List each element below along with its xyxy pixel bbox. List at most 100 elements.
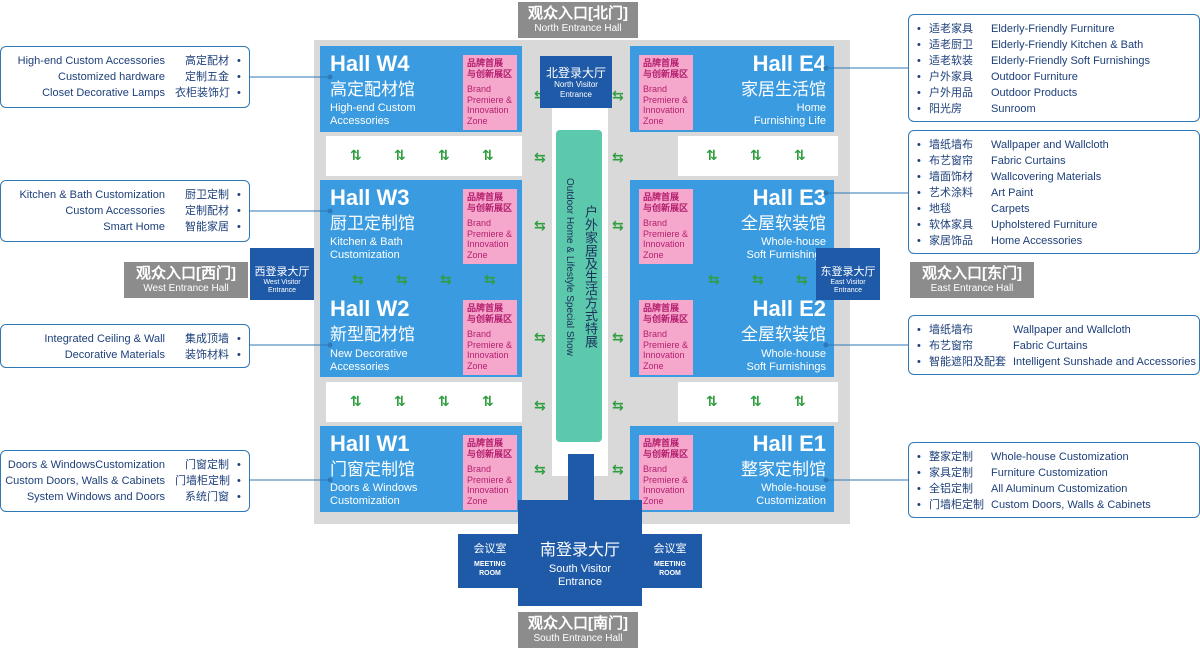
hall-e3-e2-link (630, 266, 834, 291)
north-visitor-hall[interactable]: 北登录大厅 North Visitor Entrance (540, 56, 612, 108)
bullet-dot-icon: • (237, 189, 241, 201)
legend-w2: Integrated Ceiling & Wall 集成顶墙 • Decorat… (0, 324, 250, 368)
meeting-room-en1: MEETING (474, 561, 506, 568)
legend-item-en: All Aluminum Customization (991, 483, 1128, 495)
west-visitor-hall[interactable]: 西登录大厅 West Visitor Entrance (250, 248, 314, 300)
south-entrance-cn: 观众入口[南门] (528, 615, 628, 632)
bullet-dot-icon: • (237, 55, 241, 67)
north-entrance-cn: 观众入口[北门] (528, 5, 628, 22)
west-visitor-en2: Entrance (267, 287, 297, 294)
legend-item-cn: 厨卫定制 (185, 189, 229, 201)
hall-e1-name: Hall E1 (752, 431, 826, 456)
legend-item-cn: 智能遮阳及配套 (929, 356, 1006, 368)
brand-zone-cn: 品牌首展与创新展区 (643, 438, 689, 459)
hall-w4-cn: 高定配材馆 (330, 80, 415, 99)
legend-item-en: Fabric Curtains (1013, 340, 1088, 352)
double-arrow-icon: ⇆ (534, 88, 546, 102)
legend-item-cn: 衣柜装饰灯 (175, 87, 230, 99)
double-arrow-icon: ⇆ (612, 149, 624, 165)
hall-w1-en1: Doors & Windows (330, 482, 418, 494)
north-visitor-en2: Entrance (559, 90, 593, 99)
double-arrow-icon: ⇅ (706, 393, 718, 409)
legend-item-cn: 门窗定制 (185, 459, 229, 471)
legend-item-cn: 布艺窗帘 (929, 340, 973, 352)
legend-item-en: Sunroom (991, 103, 1036, 115)
double-arrow-icon: ⇆ (612, 461, 624, 477)
legend-item-en: Custom Doors, Walls & Cabinets (991, 499, 1151, 511)
east-entrance[interactable]: 观众入口[东门] East Entrance Hall (910, 262, 1034, 298)
legend-item-en: Upholstered Furniture (991, 219, 1098, 231)
legend-item-en: Wallcovering Materials (991, 171, 1102, 183)
south-visitor-hall[interactable]: 南登录大厅 South Visitor Entrance (518, 500, 642, 606)
bullet-dot-icon: • (237, 87, 241, 99)
south-entrance[interactable]: 观众入口[南门] South Entrance Hall (518, 612, 638, 648)
legend-w4: High-end Custom Accessories 高定配材 • Custo… (0, 46, 250, 108)
hall-e2-name: Hall E2 (752, 296, 826, 321)
double-arrow-icon: ⇆ (352, 271, 364, 287)
double-arrow-icon: ⇆ (534, 461, 546, 477)
hall-w1-cn: 门窗定制馆 (330, 460, 415, 479)
legend-item-cn: 户外用品 (929, 87, 973, 99)
legend-item-en: Furniture Customization (991, 467, 1108, 479)
west-entrance-cn: 观众入口[西门] (136, 265, 236, 282)
hall-e2-cn: 全屋软装馆 (741, 325, 826, 344)
double-arrow-icon: ⇅ (750, 147, 762, 163)
double-arrow-icon: ⇆ (534, 149, 546, 165)
bullet-dot-icon: • (917, 219, 921, 231)
double-arrow-icon: ⇆ (534, 397, 546, 413)
meeting-room-east[interactable]: 会议室 MEETING ROOM (638, 534, 702, 588)
double-arrow-icon: ⇅ (794, 393, 806, 409)
brand-zone-cn: 品牌首展与创新展区 (467, 303, 513, 324)
double-arrow-icon: ⇆ (752, 271, 764, 287)
legend-item-en: Decorative Materials (64, 349, 165, 361)
bullet-dot-icon: • (237, 475, 241, 487)
east-visitor-cn: 东登录大厅 (820, 266, 876, 278)
legend-item-cn: 家具定制 (929, 467, 973, 479)
west-entrance-en: West Entrance Hall (143, 283, 229, 294)
brand-zone-cn: 品牌首展与创新展区 (467, 58, 513, 79)
bullet-dot-icon: • (237, 459, 241, 471)
double-arrow-icon: ⇅ (438, 147, 450, 163)
east-entrance-cn: 观众入口[东门] (922, 265, 1022, 282)
meeting-room-en2: ROOM (479, 570, 501, 577)
legend-item-cn: 高定配材 (185, 55, 229, 67)
legend-item-en: Whole-house Customization (991, 451, 1129, 463)
east-visitor-hall[interactable]: 东登录大厅 East Visitor Entrance (816, 248, 880, 300)
corridor-w4-w3 (326, 136, 522, 176)
double-arrow-icon: ⇆ (612, 329, 624, 345)
legend-item-en: Carpets (991, 203, 1030, 215)
bullet-dot-icon: • (917, 139, 921, 151)
meeting-room-west[interactable]: 会议室 MEETING ROOM (458, 534, 522, 588)
legend-item-cn: 全铝定制 (929, 483, 973, 495)
double-arrow-icon: ⇆ (796, 271, 808, 287)
double-arrow-icon: ⇅ (438, 393, 450, 409)
south-visitor-en2: Entrance (557, 576, 603, 588)
north-entrance[interactable]: 观众入口[北门] North Entrance Hall (518, 2, 638, 38)
west-entrance[interactable]: 观众入口[西门] West Entrance Hall (124, 262, 248, 298)
hall-e1-cn: 整家定制馆 (741, 460, 826, 479)
legend-item-en: Smart Home (103, 221, 165, 233)
legend-item-en: Kitchen & Bath Customization (19, 189, 165, 201)
legend-item-cn: 软体家具 (929, 219, 973, 231)
double-arrow-icon: ⇆ (708, 271, 720, 287)
double-arrow-icon: ⇅ (706, 147, 718, 163)
meeting-room-cn: 会议室 (653, 543, 687, 555)
legend-w1: Doors & WindowsCustomization 门窗定制 • Cust… (0, 450, 250, 512)
legend-item-en: Elderly-Friendly Soft Furnishings (991, 55, 1150, 67)
hall-w4-en2: Accessories (330, 115, 390, 127)
legend-item-cn: 定制五金 (185, 71, 229, 83)
hall-w2-en2: Accessories (330, 361, 390, 373)
legend-item-en: Closet Decorative Lamps (42, 87, 165, 99)
hall-w2-name: Hall W2 (330, 296, 410, 321)
bullet-dot-icon: • (917, 483, 921, 495)
legend-e1: • 整家定制 Whole-house Customization • 家具定制 … (908, 442, 1200, 518)
bullet-dot-icon: • (237, 491, 241, 503)
